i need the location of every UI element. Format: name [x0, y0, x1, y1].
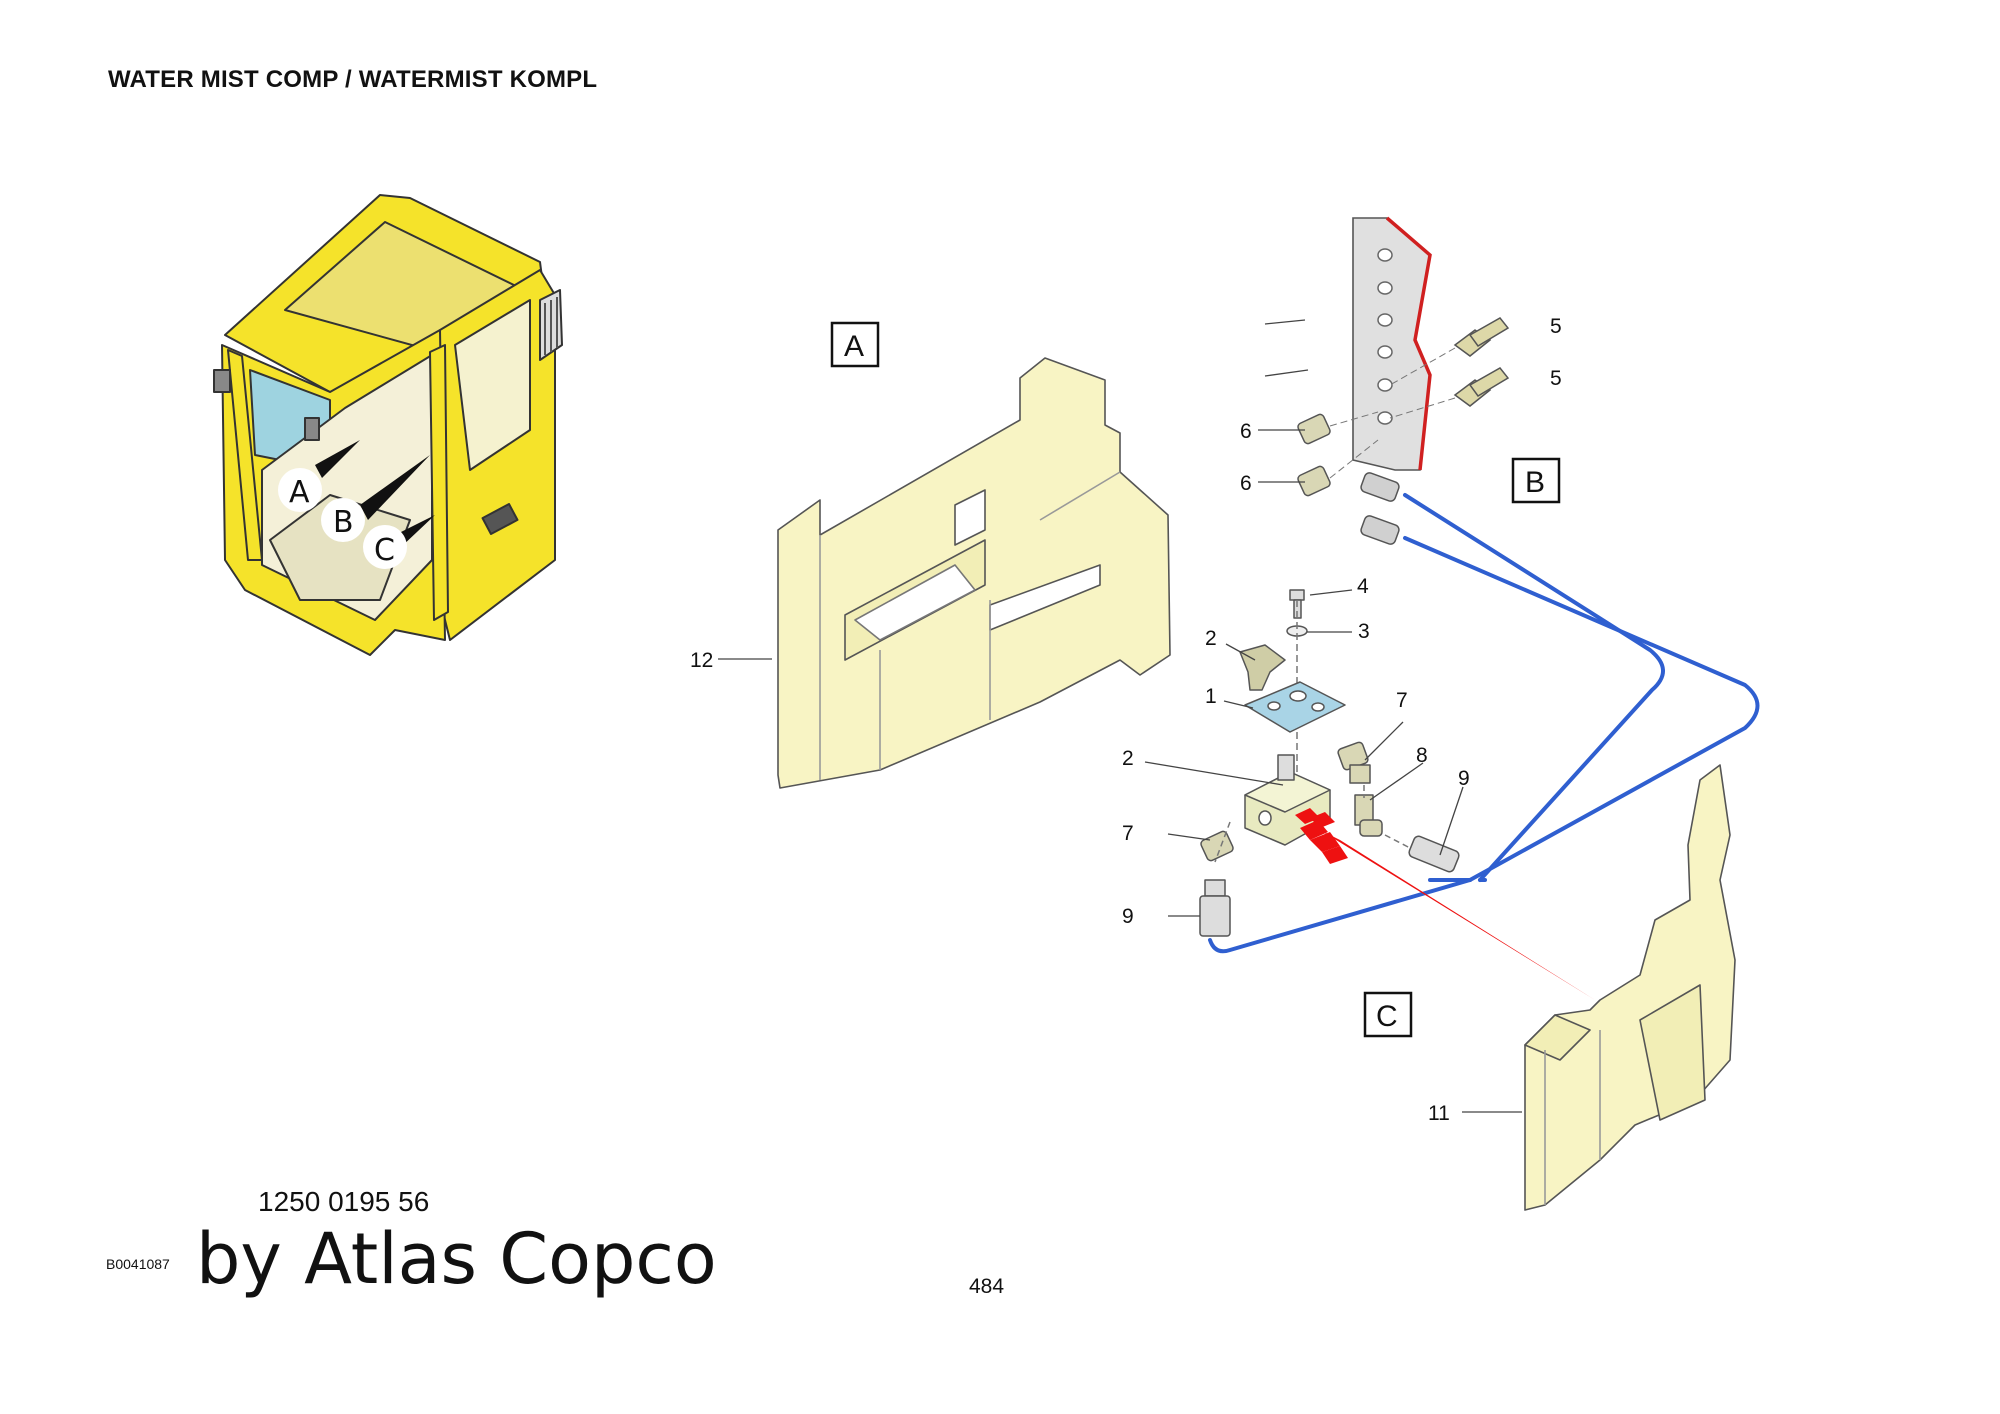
- detail-box-b: B: [1511, 457, 1561, 504]
- panel-c: [1524, 764, 1736, 1211]
- callout-7-left: 7: [1122, 822, 1134, 845]
- callout-5-upper: 5: [1550, 315, 1562, 338]
- callout-6-upper: 6: [1240, 420, 1252, 443]
- panel-a: [777, 357, 1171, 789]
- callout-2-valve: 2: [1122, 747, 1134, 770]
- drawing-number: B0041087: [106, 1256, 170, 1272]
- cab-label-c: C: [374, 533, 395, 568]
- detail-box-c: C: [1363, 991, 1413, 1038]
- callout-2-knob: 2: [1205, 627, 1217, 650]
- detail-box-a: A: [830, 321, 880, 368]
- bracket-b: [1297, 216, 1510, 545]
- cab-label-a: A: [289, 475, 310, 510]
- callout-9-left: 9: [1122, 905, 1134, 928]
- part-number: 1250 0195 56: [258, 1186, 430, 1217]
- page-title: WATER MIST COMP / WATERMIST KOMPL: [108, 66, 598, 93]
- callout-7-right: 7: [1396, 689, 1408, 712]
- callout-12: 12: [690, 649, 713, 672]
- callout-3: 3: [1358, 620, 1370, 643]
- callout-8: 8: [1416, 744, 1428, 767]
- cab-label-b: B: [333, 505, 354, 540]
- callout-leaders: [718, 319, 1522, 1113]
- callout-6-lower: 6: [1240, 472, 1252, 495]
- detail-label-b: B: [1525, 466, 1545, 499]
- location-pointer-c: [1295, 808, 1595, 1000]
- hose-assembly: [1208, 493, 1760, 954]
- callout-9-right: 9: [1458, 767, 1470, 790]
- page-number: 484: [969, 1275, 1005, 1298]
- callout-11: 11: [1428, 1102, 1450, 1125]
- callout-5-lower: 5: [1550, 367, 1562, 390]
- watermark: by Atlas Copco: [196, 1218, 717, 1300]
- callout-1: 1: [1205, 685, 1217, 708]
- callout-4: 4: [1357, 575, 1369, 598]
- cab-illustration: [213, 194, 563, 656]
- detail-label-c: C: [1376, 1000, 1398, 1033]
- detail-label-a: A: [844, 330, 864, 363]
